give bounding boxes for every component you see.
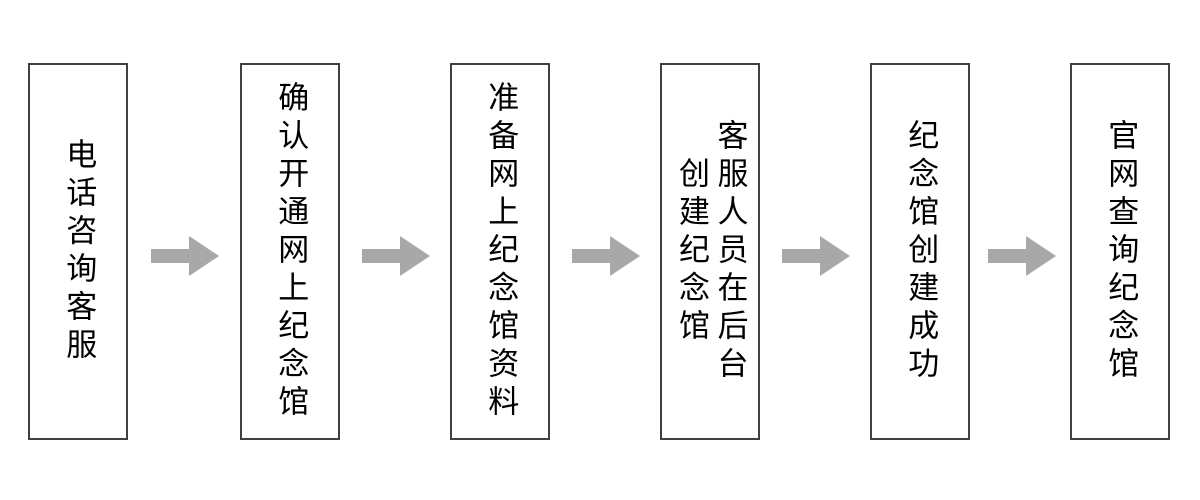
- flow-node-step-3[interactable]: 准备网上纪念馆资料: [450, 63, 550, 440]
- flow-node-label: 确认开通网上纪念馆: [272, 80, 309, 423]
- flow-arrow-right-icon: [362, 236, 430, 276]
- flow-arrow-right-icon: [988, 236, 1056, 276]
- flow-node-step-2[interactable]: 确认开通网上纪念馆: [240, 63, 340, 440]
- flow-node-label: 电话咨询客服: [60, 137, 97, 366]
- flow-arrow-right-icon: [151, 236, 219, 276]
- flow-node-step-6[interactable]: 官网查询纪念馆: [1070, 63, 1170, 440]
- flow-arrow-right-icon: [782, 236, 850, 276]
- flow-node-step-5[interactable]: 纪念馆创建成功: [870, 63, 970, 440]
- flow-node-label: 准备网上纪念馆资料: [482, 80, 519, 423]
- flow-arrow-right-icon: [572, 236, 640, 276]
- flow-node-label: 客服人员在后台创建纪念馆: [673, 118, 748, 385]
- flow-node-step-4[interactable]: 客服人员在后台创建纪念馆: [660, 63, 760, 440]
- flow-node-label: 纪念馆创建成功: [902, 118, 939, 385]
- flow-node-step-1[interactable]: 电话咨询客服: [28, 63, 128, 440]
- flow-node-label: 官网查询纪念馆: [1102, 118, 1139, 385]
